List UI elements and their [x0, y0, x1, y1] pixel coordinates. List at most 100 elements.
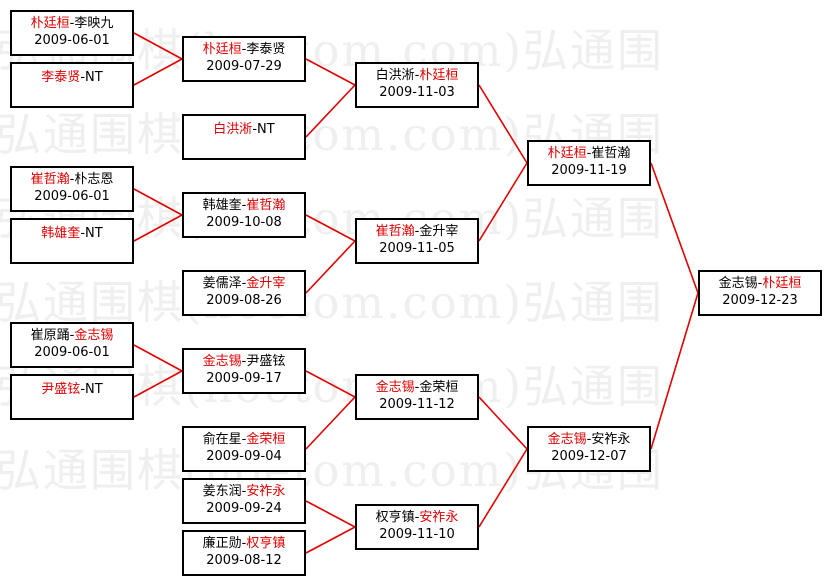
player-2-name: NT [257, 122, 275, 137]
player-separator: - [414, 68, 420, 83]
player-2-name: 朴志恩 [74, 172, 114, 187]
match-date: 2009-11-12 [379, 397, 455, 412]
match-players: 韩雄奎-NT [12, 225, 132, 242]
player-1-name: 韩雄奎 [202, 198, 242, 213]
player-separator: - [586, 146, 592, 161]
player-1-name: 白洪淅 [213, 122, 253, 137]
match-players: 金志锡-安祚永 [529, 431, 649, 448]
player-2-name: 李泰贤 [246, 42, 286, 57]
player-2-name: NT [85, 382, 103, 397]
match-players: 朴廷桓-李映九 [12, 15, 132, 32]
match-date: 2009-09-24 [206, 501, 282, 516]
connector-r1-2-to-r2-1 [133, 58, 183, 86]
player-separator: - [80, 226, 86, 241]
player-separator: - [241, 198, 247, 213]
connector-r1-6-to-r2-5 [133, 370, 183, 398]
match-players: 崔哲瀚-金升宰 [357, 223, 477, 240]
player-1-name: 白洪淅 [375, 68, 415, 83]
connector-r1-5-to-r2-5 [133, 344, 183, 372]
player-separator: - [586, 432, 592, 447]
player-1-name: 金志锡 [547, 432, 587, 447]
player-2-name: 金志锡 [74, 328, 114, 343]
player-separator: - [241, 42, 247, 57]
player-1-name: 尹盛铉 [41, 382, 81, 397]
match-players: 白洪淅-朴廷桓 [357, 67, 477, 84]
player-separator: - [414, 510, 420, 525]
player-2-name: 朴廷桓 [419, 68, 459, 83]
match-date: 2009-06-01 [34, 345, 110, 360]
player-1-name: 崔哲瀚 [375, 224, 415, 239]
connector-r2-4-to-r3-2 [305, 240, 356, 294]
player-1-name: 崔原踊 [30, 328, 70, 343]
player-1-name: 李泰贤 [41, 70, 81, 85]
player-1-name: 姜儒泽 [202, 276, 242, 291]
connector-r2-8-to-r3-4 [305, 526, 356, 554]
connector-r2-2-to-r3-1 [305, 84, 356, 138]
match-players: 李泰贤-NT [12, 69, 132, 86]
connector-r1-3-to-r2-3 [133, 188, 183, 216]
player-separator: - [69, 16, 75, 31]
connector-r2-6-to-r3-3 [305, 396, 356, 450]
match-players: 崔哲瀚-朴志恩 [12, 171, 132, 188]
player-separator: - [69, 328, 75, 343]
match-date: 2009-09-04 [206, 449, 282, 464]
connector-r2-1-to-r3-1 [305, 58, 356, 86]
match-date: 2009-12-23 [722, 293, 798, 308]
match-players: 俞在星-金荣桓 [184, 431, 304, 448]
match-box-r1-6: 尹盛铉-NT [10, 374, 134, 420]
match-players: 姜东润-安祚永 [184, 483, 304, 500]
connector-r4-2-to-final [650, 292, 699, 450]
player-2-name: 金荣桓 [419, 380, 459, 395]
connector-r2-3-to-r3-2 [305, 214, 356, 242]
match-players: 金志锡-金荣桓 [357, 379, 477, 396]
connector-r3-1-to-r4-1 [478, 84, 528, 164]
player-1-name: 金志锡 [718, 276, 758, 291]
player-1-name: 金志锡 [375, 380, 415, 395]
match-players: 朴廷桓-崔哲瀚 [529, 145, 649, 162]
connector-r2-5-to-r3-3 [305, 370, 356, 398]
match-box-r1-2: 李泰贤-NT [10, 62, 134, 108]
player-2-name: 崔哲瀚 [591, 146, 631, 161]
match-players: 尹盛铉-NT [12, 381, 132, 398]
player-separator: - [241, 432, 247, 447]
connector-r4-1-to-final [650, 162, 699, 294]
match-players: 崔原踊-金志锡 [12, 327, 132, 344]
connector-r1-1-to-r2-1 [133, 32, 183, 60]
match-date: 2009-11-10 [379, 527, 455, 542]
player-1-name: 崔哲瀚 [30, 172, 70, 187]
match-players: 金志锡-尹盛铉 [184, 353, 304, 370]
match-date: 2009-08-12 [206, 553, 282, 568]
connector-r1-4-to-r2-3 [133, 214, 183, 242]
connector-r2-7-to-r3-4 [305, 500, 356, 528]
player-separator: - [241, 354, 247, 369]
player-2-name: NT [85, 70, 103, 85]
player-1-name: 俞在星 [202, 432, 242, 447]
player-separator: - [80, 382, 86, 397]
match-players: 金志锡-朴廷桓 [700, 275, 820, 292]
player-1-name: 廉正勋 [202, 536, 242, 551]
match-date: 2009-11-19 [551, 163, 627, 178]
player-2-name: 尹盛铉 [246, 354, 286, 369]
match-date: 2009-07-29 [206, 59, 282, 74]
player-2-name: 安祚永 [419, 510, 459, 525]
player-separator: - [241, 276, 247, 291]
match-box-r1-4: 韩雄奎-NT [10, 218, 134, 264]
player-2-name: 崔哲瀚 [246, 198, 286, 213]
match-date: 2009-09-17 [206, 371, 282, 386]
match-date: 2009-08-26 [206, 293, 282, 308]
player-separator: - [80, 70, 86, 85]
connector-r3-4-to-r4-2 [478, 448, 528, 528]
player-1-name: 韩雄奎 [41, 226, 81, 241]
player-2-name: 金升宰 [419, 224, 459, 239]
player-1-name: 金志锡 [202, 354, 242, 369]
match-players: 姜儒泽-金升宰 [184, 275, 304, 292]
match-date: 2009-10-08 [206, 215, 282, 230]
